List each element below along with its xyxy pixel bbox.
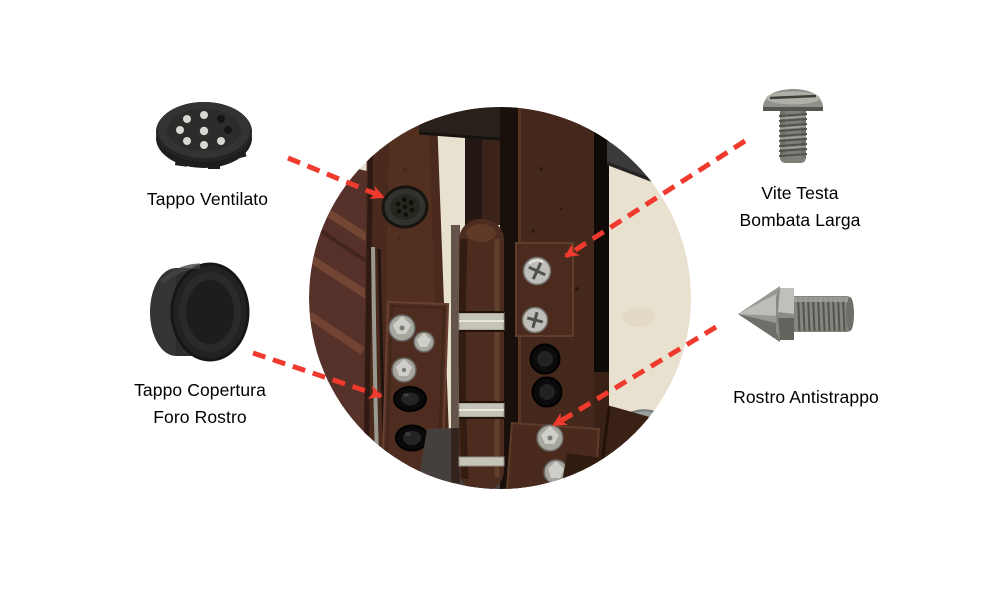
label-text: Tappo Ventilato — [146, 189, 269, 209]
label-tappo-ventilato: Tappo Ventilato — [110, 186, 305, 213]
tappo-ventilato-image — [152, 94, 256, 181]
door-gap-right — [500, 107, 518, 489]
right-screw-plate — [515, 242, 574, 337]
vite-testa-bombata-image — [760, 86, 826, 169]
label-text-line2: Foro Rostro — [153, 407, 247, 427]
door-seal-right — [594, 107, 609, 372]
hinge-knuckle-bands — [458, 311, 505, 467]
label-text-line1: Tappo Copertura — [134, 380, 266, 400]
ventilated-cap-in-photo — [381, 185, 429, 229]
left-black-caps — [393, 386, 429, 452]
label-tappo-copertura-foro-rostro: Tappo Copertura Foro Rostro — [98, 377, 302, 431]
label-text-line1: Vite Testa — [761, 183, 839, 203]
door-hinge-photo — [309, 107, 691, 489]
door-hinge-photo-art — [309, 107, 691, 489]
label-rostro-antistrappo: Rostro Antistrappo — [714, 384, 898, 411]
tappo-copertura-image — [146, 260, 252, 369]
label-text: Rostro Antistrappo — [733, 387, 879, 407]
left-metal-pins — [388, 314, 435, 383]
rostro-antistrappo-image — [736, 282, 862, 353]
hinge — [451, 219, 505, 489]
label-vite-testa-bombata-larga: Vite Testa Bombata Larga — [718, 180, 882, 234]
label-text-line2: Bombata Larga — [739, 210, 861, 230]
